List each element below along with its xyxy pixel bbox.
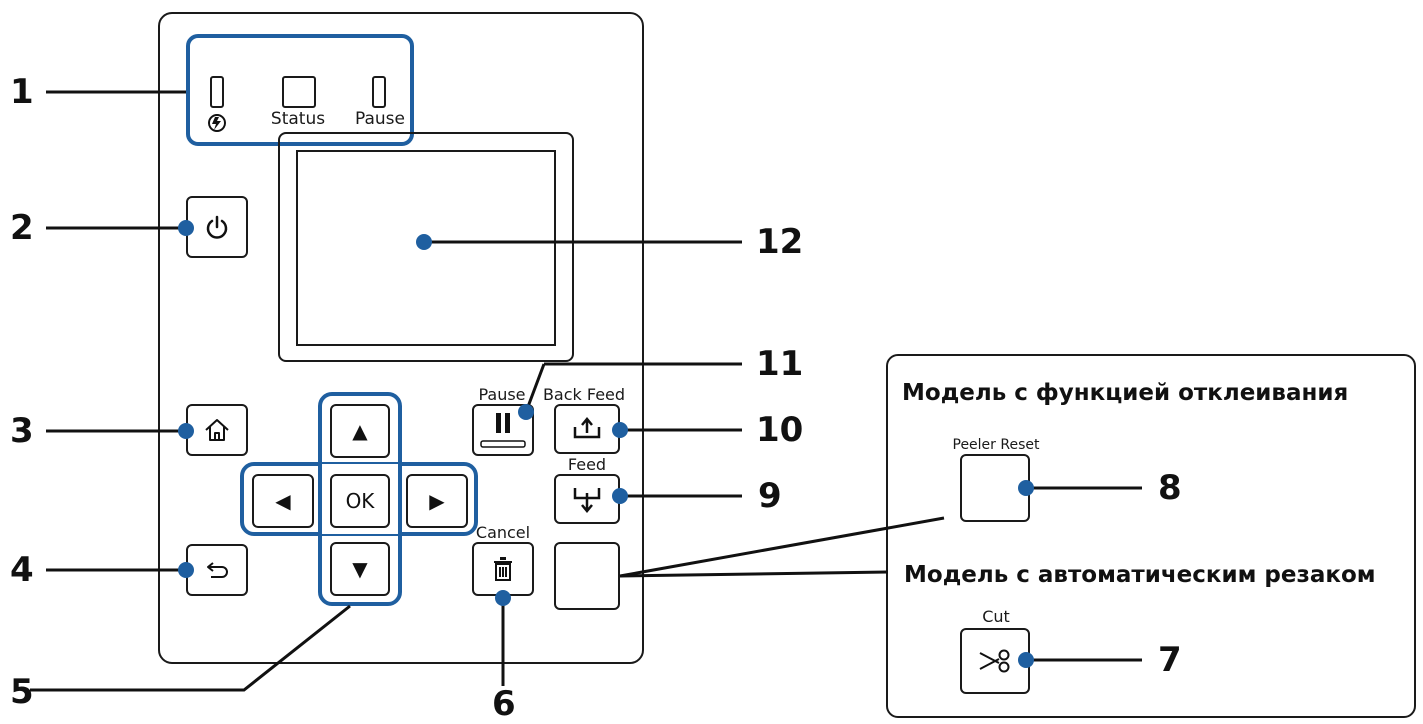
right-arrow-icon: ▶ [429, 489, 445, 513]
ok-button[interactable]: OK [330, 474, 390, 528]
down-button[interactable]: ▼ [330, 542, 390, 596]
back-arrow-icon [207, 562, 228, 578]
cancel-label: Cancel [475, 523, 531, 542]
cutter-model-title: Модель с автоматическим резаком [904, 562, 1376, 588]
pause-button-label: Pause [478, 385, 526, 404]
callout-12: 12 [756, 222, 804, 262]
pause-button[interactable] [472, 404, 534, 456]
status-indicator-label: Status [270, 109, 326, 129]
pause-indicator-label: Pause [355, 109, 405, 129]
callout-1: 1 [10, 72, 34, 112]
feed-icon [573, 488, 601, 513]
callout-4: 4 [10, 550, 34, 590]
lcd-screen [296, 150, 556, 346]
pause-indicator-light [372, 76, 386, 108]
up-button[interactable]: ▲ [330, 404, 390, 458]
home-button[interactable] [186, 404, 248, 456]
cancel-button[interactable] [472, 542, 534, 596]
dpad-outline [318, 392, 402, 606]
pause-icon [480, 413, 526, 448]
back-button[interactable] [186, 544, 248, 596]
power-icon [206, 215, 228, 239]
home-icon [205, 419, 229, 441]
lcd-screen-bezel [278, 132, 574, 362]
callout-7: 7 [1158, 640, 1182, 680]
up-arrow-icon: ▲ [352, 419, 368, 443]
power-indicator-light [210, 76, 224, 108]
callout-3: 3 [10, 411, 34, 451]
indicator-group [186, 34, 414, 146]
power-indicator-icon [206, 112, 228, 134]
down-arrow-icon: ▼ [352, 557, 368, 581]
callout-6: 6 [492, 684, 516, 724]
callout-5: 5 [10, 672, 34, 712]
model-specific-button[interactable] [554, 542, 620, 610]
cut-label: Cut [982, 607, 1010, 626]
callout-11: 11 [756, 344, 804, 384]
ok-label: OK [345, 489, 375, 513]
callout-10: 10 [756, 410, 804, 450]
callout-9: 9 [758, 476, 782, 516]
back-feed-label: Back Feed [542, 385, 626, 404]
model-line-lower [619, 570, 889, 578]
callout-2: 2 [10, 208, 34, 248]
back-feed-button[interactable] [554, 404, 620, 454]
scissors-icon [979, 649, 1010, 673]
peeler-reset-label: Peeler Reset [952, 437, 1040, 453]
right-button[interactable]: ▶ [406, 474, 468, 528]
back-feed-icon [573, 417, 601, 439]
cut-button[interactable] [960, 628, 1030, 694]
feed-button[interactable] [554, 474, 620, 524]
feed-label: Feed [567, 455, 607, 474]
left-button[interactable]: ◀ [252, 474, 314, 528]
callout-8: 8 [1158, 468, 1182, 508]
status-indicator-light [282, 76, 316, 108]
peeler-reset-button[interactable] [960, 454, 1030, 522]
left-arrow-icon: ◀ [275, 489, 291, 513]
peeler-model-title: Модель с функцией отклеивания [902, 380, 1349, 406]
power-button[interactable] [186, 196, 248, 258]
trash-icon [494, 557, 512, 581]
